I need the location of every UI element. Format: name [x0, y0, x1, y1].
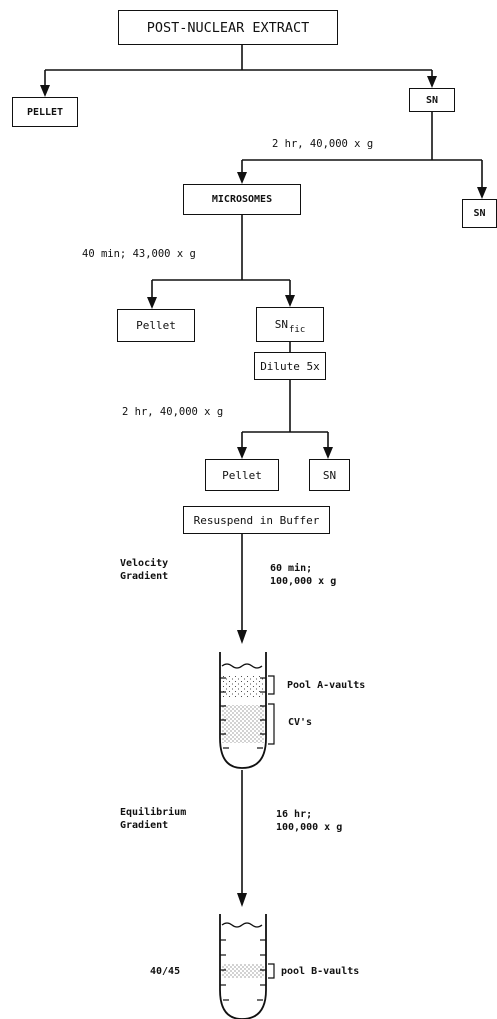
sn-right-box: SN: [462, 199, 497, 228]
dilute-box: Dilute 5x: [254, 352, 326, 380]
equilibrium-label-line2: Gradient: [120, 820, 169, 831]
post-nuclear-extract-box: POST-NUCLEAR EXTRACT: [118, 10, 338, 45]
sn-fic-box: SNfic: [256, 307, 324, 342]
equilibrium-run-label: 16 hr; 100,000 x g: [276, 808, 342, 834]
pellet-top-box: PELLET: [12, 97, 78, 127]
pellet-low-label: Pellet: [222, 468, 262, 482]
velocity-gradient-tube: [219, 652, 275, 769]
sn-fic-label: SNfic: [274, 318, 306, 335]
sn-fic-main: SN: [274, 318, 288, 331]
arrowheads: [40, 76, 487, 907]
microsomes-label: MICROSOMES: [211, 194, 273, 205]
pellet-low-box: Pellet: [205, 459, 279, 491]
equilibrium-gradient-tube: [219, 914, 275, 1019]
equilibrium-run-line2: 100,000 x g: [276, 822, 343, 833]
equilibrium-run-line1: 16 hr;: [276, 809, 313, 820]
equilibrium-label-line1: Equilibrium: [120, 807, 187, 818]
sn-fic-subscript: fic: [288, 325, 306, 335]
condition-label-1: 2 hr, 40,000 x g: [272, 138, 374, 150]
velocity-run-line1: 60 min;: [270, 563, 313, 574]
post-nuclear-extract-label: POST-NUCLEAR EXTRACT: [146, 19, 310, 36]
resuspend-label: Resuspend in Buffer: [193, 513, 320, 527]
condition-label-3: 2 hr, 40,000 x g: [122, 406, 224, 418]
connector-lines: [44, 45, 483, 895]
resuspend-box: Resuspend in Buffer: [183, 506, 330, 534]
fraction-label: 40/45: [150, 966, 181, 977]
dilute-label: Dilute 5x: [260, 359, 320, 373]
pool-a-vaults-label: Pool A-vaults: [287, 680, 366, 691]
pool-b-vaults-label: pool B-vaults: [281, 966, 360, 977]
velocity-run-label: 60 min; 100,000 x g: [270, 562, 336, 588]
sn-top-label: SN: [425, 94, 439, 106]
sn-low-box: SN: [309, 459, 350, 491]
pellet-mid-box: Pellet: [117, 309, 195, 342]
velocity-run-line2: 100,000 x g: [270, 576, 337, 587]
equilibrium-gradient-label: Equilibrium Gradient: [120, 806, 186, 832]
cvs-label: CV's: [288, 717, 313, 728]
sn-low-label: SN: [322, 468, 337, 482]
condition-label-2: 40 min; 43,000 x g: [82, 248, 196, 260]
pellet-top-label: PELLET: [26, 106, 64, 118]
velocity-label-line2: Gradient: [120, 571, 169, 582]
microsomes-box: MICROSOMES: [183, 184, 301, 215]
sn-top-box: SN: [409, 88, 455, 112]
pellet-mid-label: Pellet: [136, 319, 176, 332]
velocity-gradient-label: Velocity Gradient: [120, 557, 168, 583]
sn-right-label: SN: [473, 208, 486, 219]
velocity-label-line1: Velocity: [120, 558, 169, 569]
